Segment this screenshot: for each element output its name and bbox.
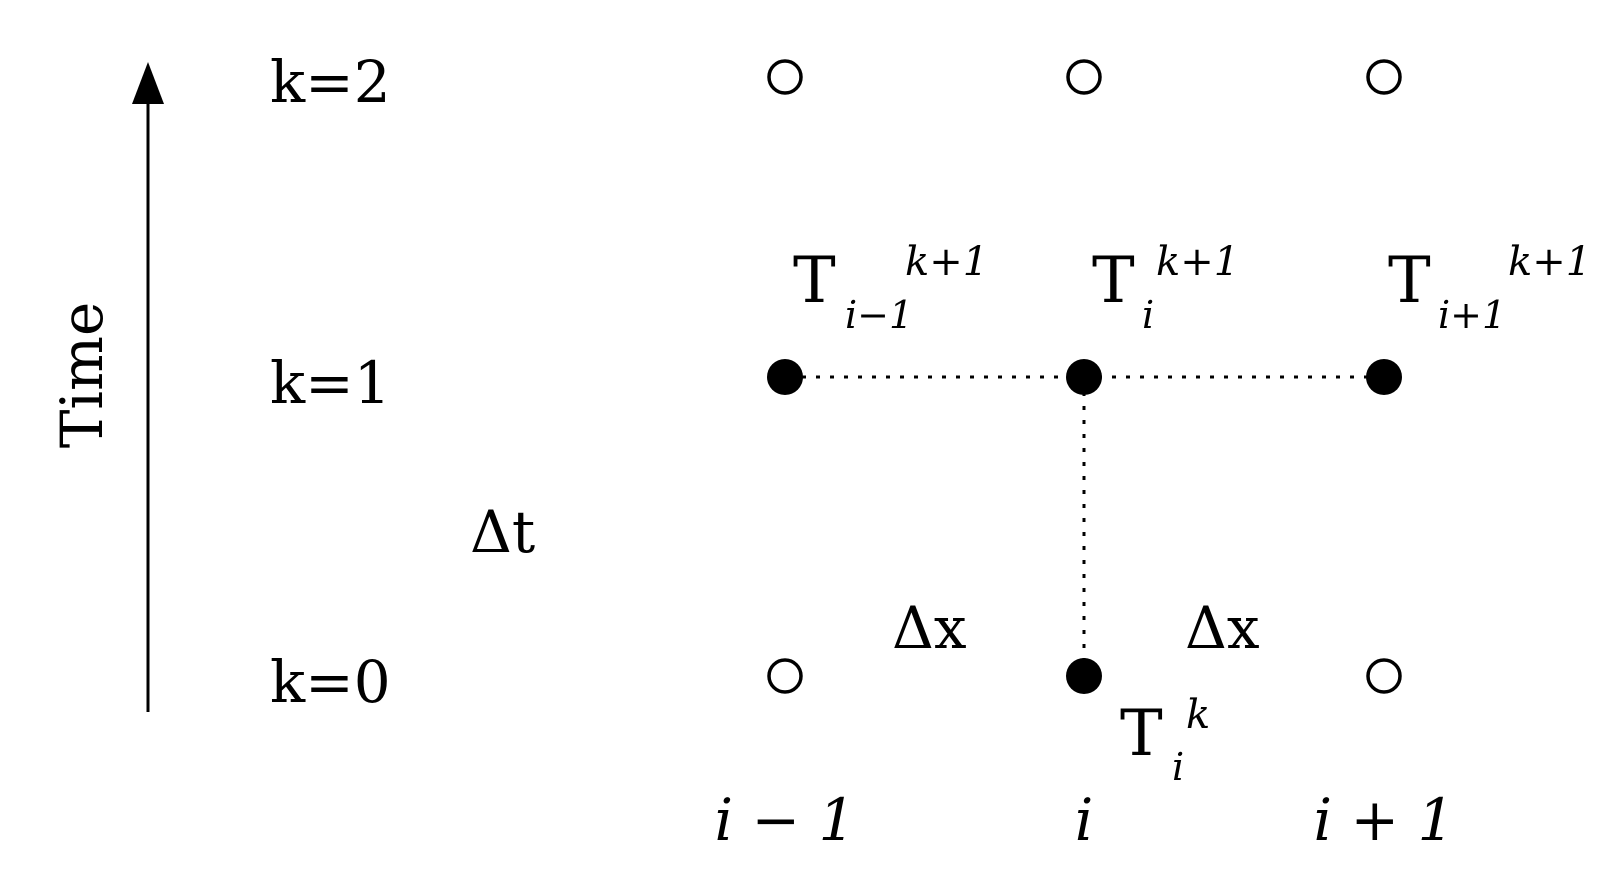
node-k2-ip1 — [1366, 59, 1402, 95]
node-label-subscript: i+1 — [1438, 293, 1506, 337]
node-label-subscript: i−1 — [845, 293, 913, 337]
node-label-upper-right: T i+1 k+1 — [1388, 239, 1591, 337]
node-k2-i — [1066, 59, 1102, 95]
node-label-upper-mid: T i k+1 — [1092, 239, 1239, 337]
column-label-im1: i − 1 — [715, 786, 856, 854]
space-step-label-right: Δx — [1185, 594, 1260, 662]
node-label-lower-mid: T i k — [1120, 692, 1210, 789]
space-step-label-left: Δx — [892, 594, 967, 662]
node-k0-im1 — [767, 658, 803, 694]
node-label-superscript: k — [1186, 692, 1210, 738]
node-label-symbol: T — [1388, 244, 1431, 318]
node-k1-im1 — [767, 359, 803, 395]
stencil-connectors — [788, 375, 1380, 660]
node-label-upper-left: T i−1 k+1 — [793, 239, 988, 337]
node-k0-ip1 — [1366, 658, 1402, 694]
node-label-superscript: k+1 — [1156, 239, 1239, 285]
node-label-symbol: T — [1120, 697, 1163, 771]
node-label-subscript: i — [1142, 293, 1154, 337]
row-label-k1: k=1 — [270, 349, 391, 417]
node-label-superscript: k+1 — [1508, 239, 1591, 285]
node-k1-i — [1066, 359, 1102, 395]
time-axis: Time — [48, 62, 164, 712]
node-label-symbol: T — [1092, 244, 1135, 318]
time-axis-label: Time — [48, 302, 116, 449]
node-k2-im1 — [767, 59, 803, 95]
node-k0-i — [1066, 658, 1102, 694]
row-label-k2: k=2 — [270, 48, 391, 116]
row-label-k0: k=0 — [270, 648, 391, 716]
column-label-i: i — [1075, 786, 1094, 854]
node-label-superscript: k+1 — [905, 239, 988, 285]
node-label-symbol: T — [793, 244, 836, 318]
column-label-ip1: i + 1 — [1314, 786, 1455, 854]
time-axis-arrowhead — [132, 62, 164, 104]
time-step-label: Δt — [470, 498, 535, 566]
node-k1-ip1 — [1366, 359, 1402, 395]
node-label-subscript: i — [1172, 745, 1184, 789]
